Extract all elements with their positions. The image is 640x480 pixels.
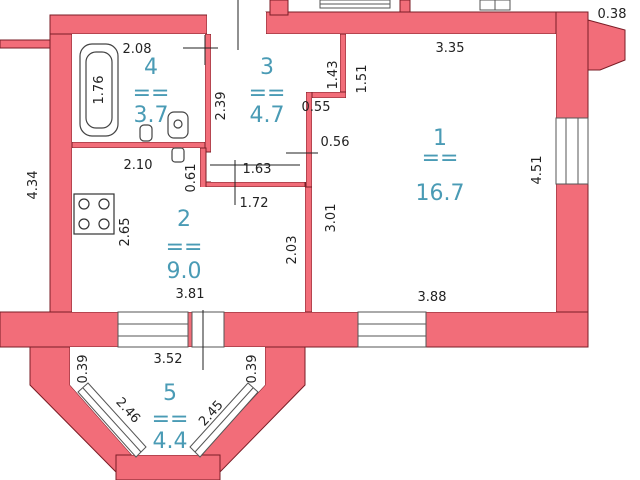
room-labels: 1 == 16.7 2 == 9.0 3 == 4.7 4 == 3.7 5 =…	[133, 55, 465, 454]
room-number-5: 5	[163, 381, 177, 406]
window-icon	[77, 382, 147, 458]
dim-0-39-right: 0.39	[245, 355, 260, 384]
dim-4-51: 4.51	[530, 156, 545, 185]
dim-3-35: 3.35	[436, 41, 465, 56]
dimension-labels: 2.08 1.76 2.39 1.43 0.55 1.51 3.35 0.38 …	[26, 7, 626, 429]
room-number-4: 4	[144, 55, 158, 80]
stove-icon	[73, 193, 115, 235]
window-icon	[319, 0, 391, 9]
wall-right-stub	[587, 19, 626, 71]
floor-room-3-lower	[211, 92, 306, 182]
wall-kitchen-corridor-h	[204, 181, 308, 188]
room-area-1: 16.7	[416, 181, 465, 206]
window-icon	[479, 0, 511, 11]
wall-kitchen-room1	[304, 181, 313, 313]
sink-icon	[139, 124, 185, 163]
wall-balcony-bottom	[115, 454, 221, 480]
dim-3-81: 3.81	[176, 287, 205, 302]
room-area-4: 3.7	[134, 103, 169, 128]
door-icon	[191, 311, 225, 348]
dim-0-38: 0.38	[598, 7, 627, 22]
toilet-icon	[167, 111, 189, 139]
wall-kitchen-pier	[199, 147, 207, 189]
dim-2-03: 2.03	[285, 236, 300, 265]
dim-0-55: 0.55	[302, 100, 331, 115]
room-area-underline-1: ==	[422, 146, 459, 171]
dim-2-10: 2.10	[124, 158, 153, 173]
wall-top-left	[49, 14, 208, 35]
room-area-underline-5: ==	[152, 407, 189, 432]
window-icon	[117, 311, 189, 348]
walls	[0, 0, 626, 480]
room-area-2: 9.0	[167, 259, 202, 284]
dim-0-39-left: 0.39	[76, 355, 91, 384]
room-number-1: 1	[433, 126, 447, 151]
room-area-3: 4.7	[250, 103, 285, 128]
dim-1-72: 1.72	[240, 196, 269, 211]
window-icon	[555, 117, 589, 185]
windows	[77, 0, 589, 458]
wall-top-pillar-2	[399, 0, 411, 13]
room-number-3: 3	[260, 55, 274, 80]
room-number-2: 2	[177, 207, 191, 232]
dim-1-51: 1.51	[355, 65, 370, 94]
window-icon	[189, 382, 259, 458]
wall-top-pillar	[269, 0, 289, 16]
dim-0-56: 0.56	[321, 135, 350, 150]
door-icon	[207, 12, 266, 34]
dim-3-01: 3.01	[324, 204, 339, 233]
wall-bath-corridor	[204, 33, 212, 153]
wall-left-outer	[49, 14, 73, 313]
room-area-5: 4.4	[153, 429, 188, 454]
dimension-lines	[183, 0, 318, 370]
wall-top-right	[265, 11, 557, 35]
window-icon	[357, 311, 427, 348]
wall-bath-kitchen	[71, 141, 206, 149]
dim-2-08: 2.08	[123, 42, 152, 57]
wall-top-left-stub	[0, 39, 51, 49]
wall-bottom	[0, 311, 589, 348]
dim-1-43: 1.43	[326, 61, 341, 90]
dim-3-88: 3.88	[418, 290, 447, 305]
floor-room-1-main	[346, 34, 556, 312]
dim-1-76: 1.76	[92, 76, 107, 105]
dim-4-34: 4.34	[26, 171, 41, 200]
room-area-underline-2: ==	[166, 235, 203, 260]
dim-0-61: 0.61	[184, 164, 199, 193]
dim-3-52: 3.52	[154, 352, 183, 367]
dim-2-39: 2.39	[214, 92, 229, 121]
room-area-underline-3: ==	[249, 81, 286, 106]
floor-room-1-ext	[312, 98, 346, 312]
room-area-underline-4: ==	[133, 81, 170, 106]
dim-1-63: 1.63	[243, 162, 272, 177]
floor-room-2-right	[200, 187, 305, 312]
bathtub-icon	[79, 43, 119, 137]
dim-2-65: 2.65	[118, 218, 133, 247]
floor-room-3-upper	[211, 34, 340, 92]
